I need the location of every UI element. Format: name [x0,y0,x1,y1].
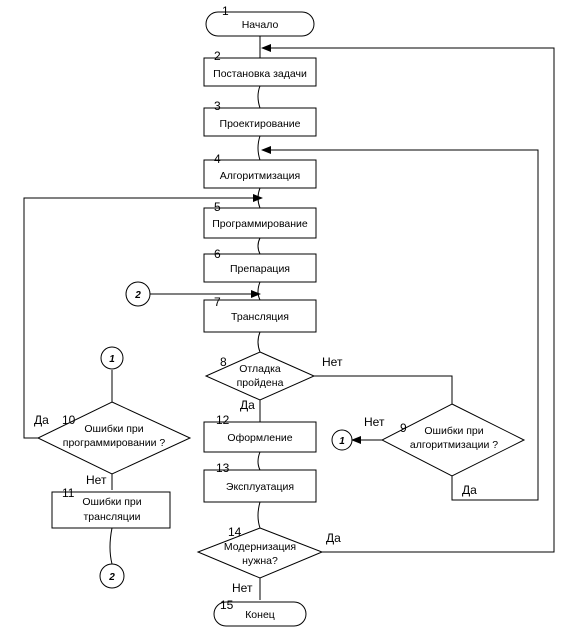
algoerr-no-label: Нет [364,415,385,429]
progerr-number: 10 [62,413,76,427]
algo-number: 4 [214,152,221,166]
prog-label: Программирование [212,218,308,230]
algoerr-line2: алгоритмизации ? [410,439,498,451]
transerr-line1: Ошибки при [82,496,141,508]
flow-lines [23,36,555,600]
trans-box: Трансляция 7 [203,295,317,333]
trans-number: 7 [214,295,221,309]
modern-no-label: Нет [232,581,253,595]
prog-box: Программирование 5 [203,200,317,239]
algo-label: Алгоритмизация [220,170,300,182]
doc-box: Оформление 12 [203,413,317,453]
debug-line2: пройдена [237,377,284,389]
modern-number: 14 [228,525,242,539]
algoerr-number: 9 [400,421,407,435]
progerr-line1: Ошибки при [84,423,143,435]
algo-box: Алгоритмизация 4 [203,152,317,189]
prep-label: Препарация [230,263,290,275]
connector-2-middle-label: 2 [134,290,141,301]
algoerr-line1: Ошибки при [424,425,483,437]
modern-yes-label: Да [326,531,341,545]
debug-yes-label: Да [240,398,255,412]
debug-no-label: Нет [322,355,343,369]
connector-1-right-label: 1 [339,436,345,447]
prep-box: Препарация 6 [203,247,317,283]
end-terminal: Конец 15 [213,598,307,627]
connector-2-bottom: 2 [99,563,125,589]
doc-label: Оформление [227,432,292,444]
oper-box: Эксплуатация 13 [203,461,317,503]
algoerr-yes-label: Да [462,483,477,497]
debug-number: 8 [220,355,227,369]
prog-number: 5 [214,200,221,214]
modern-line2: нужна? [242,555,278,567]
start-terminal: Начало 1 [205,4,315,37]
start-label: Начало [242,19,279,31]
design-label: Проектирование [220,118,301,130]
connector-1-left-label: 1 [109,354,115,365]
task-number: 2 [214,49,221,63]
debug-decision: Отладка пройдена 8 Нет Да [204,351,343,412]
algoerr-decision: Ошибки при алгоритмизации ? 9 Нет Да [364,403,526,497]
end-label: Конец [245,609,275,621]
end-number: 15 [220,598,234,612]
design-number: 3 [214,99,221,113]
oper-label: Эксплуатация [226,481,294,493]
modern-decision: Модернизация нужна? 14 Да Нет [196,525,341,595]
connector-1-right: 1 [331,429,353,451]
connector-2-middle: 2 [125,281,151,307]
progerr-line2: программировании ? [63,437,166,449]
transerr-number: 11 [62,486,75,500]
task-box: Постановка задачи 2 [203,49,317,87]
oper-number: 13 [216,461,230,475]
transerr-box: Ошибки при трансляции 11 [51,486,171,529]
debug-line1: Отладка [239,363,281,375]
progerr-yes-label: Да [34,413,49,427]
doc-number: 12 [216,413,230,427]
start-number: 1 [222,4,229,18]
transerr-line2: трансляции [83,511,140,523]
connector-1-left: 1 [100,346,124,370]
progerr-no-label: Нет [86,473,107,487]
prep-number: 6 [214,247,221,261]
design-box: Проектирование 3 [203,99,317,137]
connector-2-bottom-label: 2 [108,572,115,583]
task-label: Постановка задачи [213,68,307,80]
trans-label: Трансляция [231,311,289,323]
modern-line1: Модернизация [224,541,296,553]
progerr-decision: Ошибки при программировании ? 10 Да Нет [34,401,192,487]
